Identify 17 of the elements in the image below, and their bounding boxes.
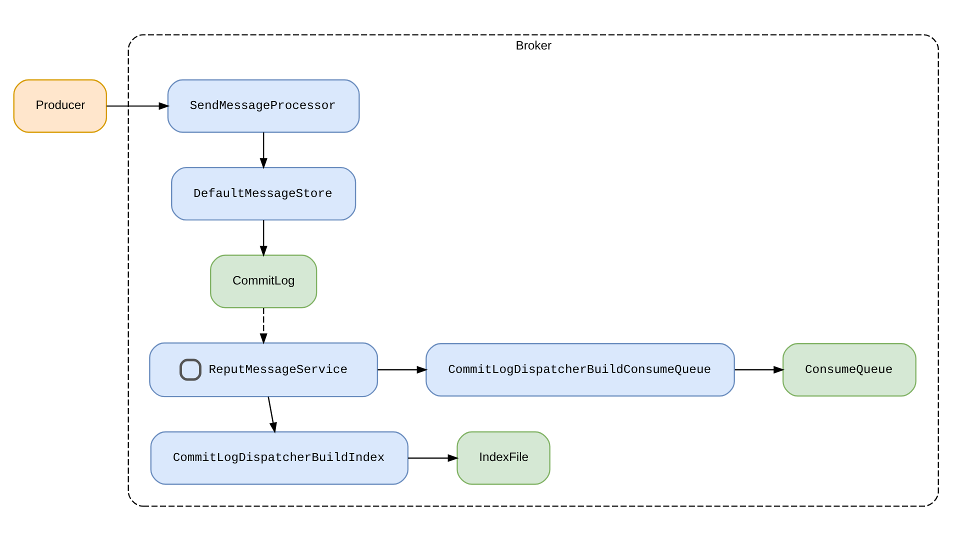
node-box: ConsumeQueue	[782, 342, 916, 397]
arrow	[259, 220, 267, 257]
arrow	[267, 396, 276, 434]
node-box: CommitLog	[209, 254, 317, 308]
node-box: IndexFile	[456, 431, 550, 485]
arrow	[259, 132, 267, 170]
node-box: ReputMessageService	[148, 342, 378, 398]
arrow	[106, 102, 170, 110]
node-box: SendMessageProcessor	[166, 79, 360, 133]
arrow	[259, 308, 267, 344]
node-box: CommitLogDispatcherBuildConsumeQueue	[425, 342, 734, 397]
node-box: DefaultMessageStore	[170, 166, 356, 221]
arrow	[734, 366, 784, 374]
arrow	[377, 366, 428, 374]
arrow	[408, 454, 458, 462]
node-box: Producer	[12, 79, 107, 133]
node-box: CommitLogDispatcherBuildIndex	[150, 431, 408, 485]
